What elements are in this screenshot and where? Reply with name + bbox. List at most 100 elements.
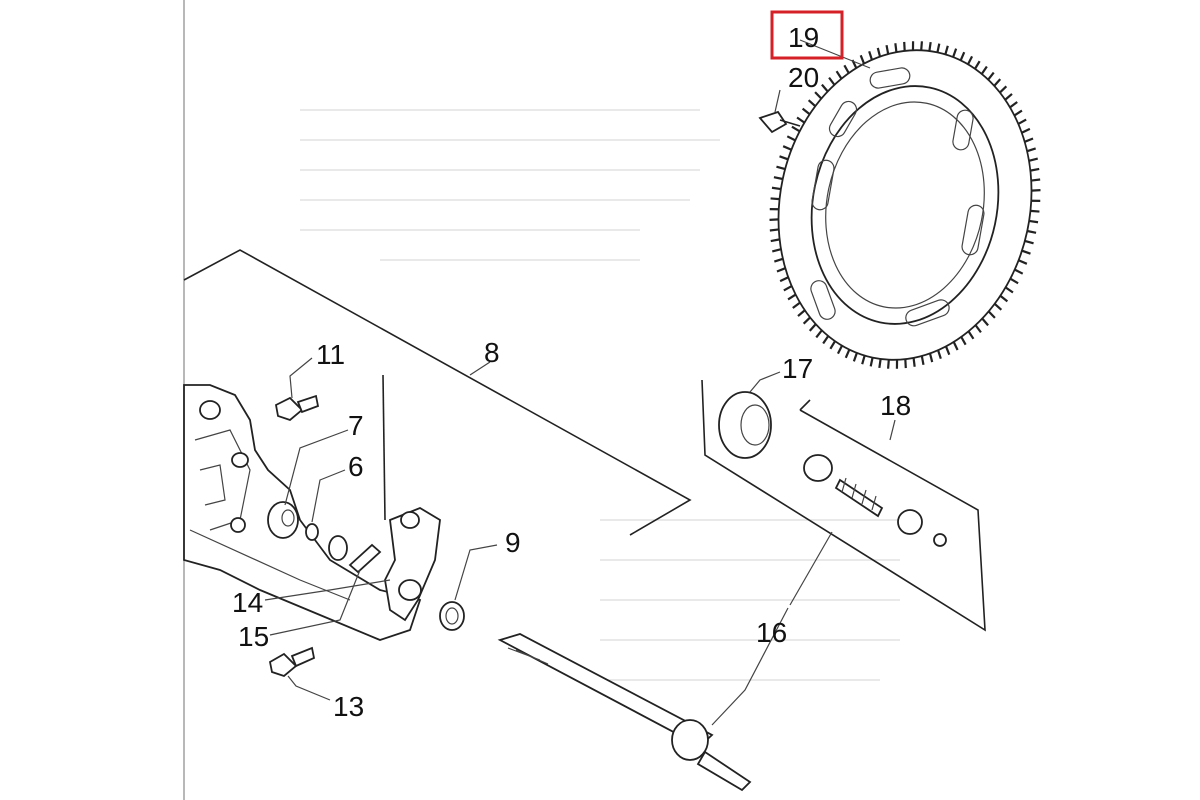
gear-tooth xyxy=(1021,127,1031,134)
gear-tooth xyxy=(1018,259,1028,265)
gear-tooth xyxy=(920,41,924,51)
gear-tooth xyxy=(966,55,974,65)
gear-tooth xyxy=(814,91,823,100)
gear-tooth xyxy=(876,47,882,57)
gear-tooth xyxy=(783,285,793,292)
gear-tooth xyxy=(802,316,811,325)
gear-tooth xyxy=(959,51,966,61)
gear-tooth xyxy=(779,155,789,161)
gear-tooth xyxy=(861,355,866,365)
leader-lines xyxy=(264,39,896,726)
gear-tooth xyxy=(792,301,801,309)
gear-tooth xyxy=(1031,178,1041,182)
gear-tooth xyxy=(987,71,995,81)
gear-tooth xyxy=(1030,209,1040,213)
gear-tooth xyxy=(981,317,989,327)
gear-tooth xyxy=(1024,239,1034,245)
gear-tooth xyxy=(1024,137,1034,143)
gear-tooth xyxy=(822,335,830,345)
washer-14 xyxy=(328,535,348,561)
callout-6: 6 xyxy=(348,451,364,482)
gear-tooth xyxy=(770,238,780,243)
gear-tooth xyxy=(769,228,779,232)
gear-tooth xyxy=(1017,118,1027,125)
gear-tooth xyxy=(807,99,817,108)
gear-tooth xyxy=(928,41,932,52)
gear-tooth xyxy=(967,330,975,340)
gear-tooth xyxy=(885,45,890,55)
gear-tooth xyxy=(952,48,958,58)
starter-shaft xyxy=(497,633,752,792)
gear-tooth xyxy=(791,125,801,133)
gear-tooth xyxy=(828,76,836,86)
gear-tooth xyxy=(1009,277,1019,285)
ring-gear-teeth xyxy=(769,41,1041,369)
gear-tooth xyxy=(987,310,996,319)
gear-tooth xyxy=(1014,268,1024,275)
gear-tooth xyxy=(944,345,951,356)
callout-9: 9 xyxy=(505,527,521,558)
gear-tooth xyxy=(836,345,844,355)
gear-tooth xyxy=(980,65,988,75)
background-ghost-marks xyxy=(300,109,900,681)
gear-tooth xyxy=(878,358,882,369)
pivot-bracket xyxy=(384,506,441,622)
gear-tooth xyxy=(859,54,866,65)
gear-tooth xyxy=(894,43,898,53)
ring-gear xyxy=(769,41,1041,369)
gear-tooth xyxy=(770,197,780,201)
idler-gear-7 xyxy=(267,501,299,539)
gear-tooth xyxy=(974,324,982,334)
highlight-box-19 xyxy=(770,10,844,60)
gear-tooth xyxy=(952,341,959,351)
gear-tooth xyxy=(1004,93,1013,101)
gear-tooth xyxy=(776,267,786,273)
gear-tooth xyxy=(782,145,792,151)
gear-tooth xyxy=(852,352,858,362)
gear-tooth xyxy=(796,116,806,124)
callout-19: 19 xyxy=(788,22,819,53)
bolt-13 xyxy=(268,646,316,678)
callout-13: 13 xyxy=(333,691,364,722)
pinion-17 xyxy=(718,391,772,459)
bolt-11 xyxy=(274,394,320,422)
gear-tooth xyxy=(773,257,784,263)
gear-tooth xyxy=(869,357,874,367)
gear-tooth xyxy=(1028,157,1038,162)
gear-tooth xyxy=(993,302,1003,311)
gear-tooth xyxy=(1030,167,1040,172)
gear-tooth xyxy=(868,50,874,61)
gear-tooth xyxy=(1021,249,1031,255)
callout-15: 15 xyxy=(238,621,269,652)
callout-11: 11 xyxy=(316,339,345,370)
gear-tooth xyxy=(815,329,823,339)
gear-tooth xyxy=(801,107,811,116)
gear-tooth xyxy=(797,309,806,317)
callout-16: 16 xyxy=(756,617,787,648)
spring-kit-18 xyxy=(803,454,947,547)
gear-tooth xyxy=(808,323,817,332)
group-brackets xyxy=(183,249,986,632)
gear-tooth xyxy=(928,353,934,363)
gear-tooth xyxy=(1004,286,1014,294)
callout-18: 18 xyxy=(880,390,911,421)
gear-tooth xyxy=(1009,101,1018,109)
gear-tooth xyxy=(843,64,850,74)
gear-tooth xyxy=(821,83,829,93)
ring-gear-slots xyxy=(810,67,985,327)
callout-14: 14 xyxy=(232,587,263,618)
gear-tooth xyxy=(920,355,925,365)
gear-tooth xyxy=(999,85,1008,94)
gear-tooth xyxy=(772,248,782,253)
gear-tooth xyxy=(776,165,786,171)
gear-tooth xyxy=(944,45,949,55)
gear-tooth xyxy=(936,43,941,53)
gear-tooth xyxy=(1027,229,1037,234)
callout-17: 17 xyxy=(782,353,813,384)
gear-tooth xyxy=(993,78,1002,87)
gear-tooth xyxy=(786,135,796,142)
gear-tooth xyxy=(1013,109,1023,117)
callout-7: 7 xyxy=(348,410,364,441)
gear-tooth xyxy=(771,186,782,191)
